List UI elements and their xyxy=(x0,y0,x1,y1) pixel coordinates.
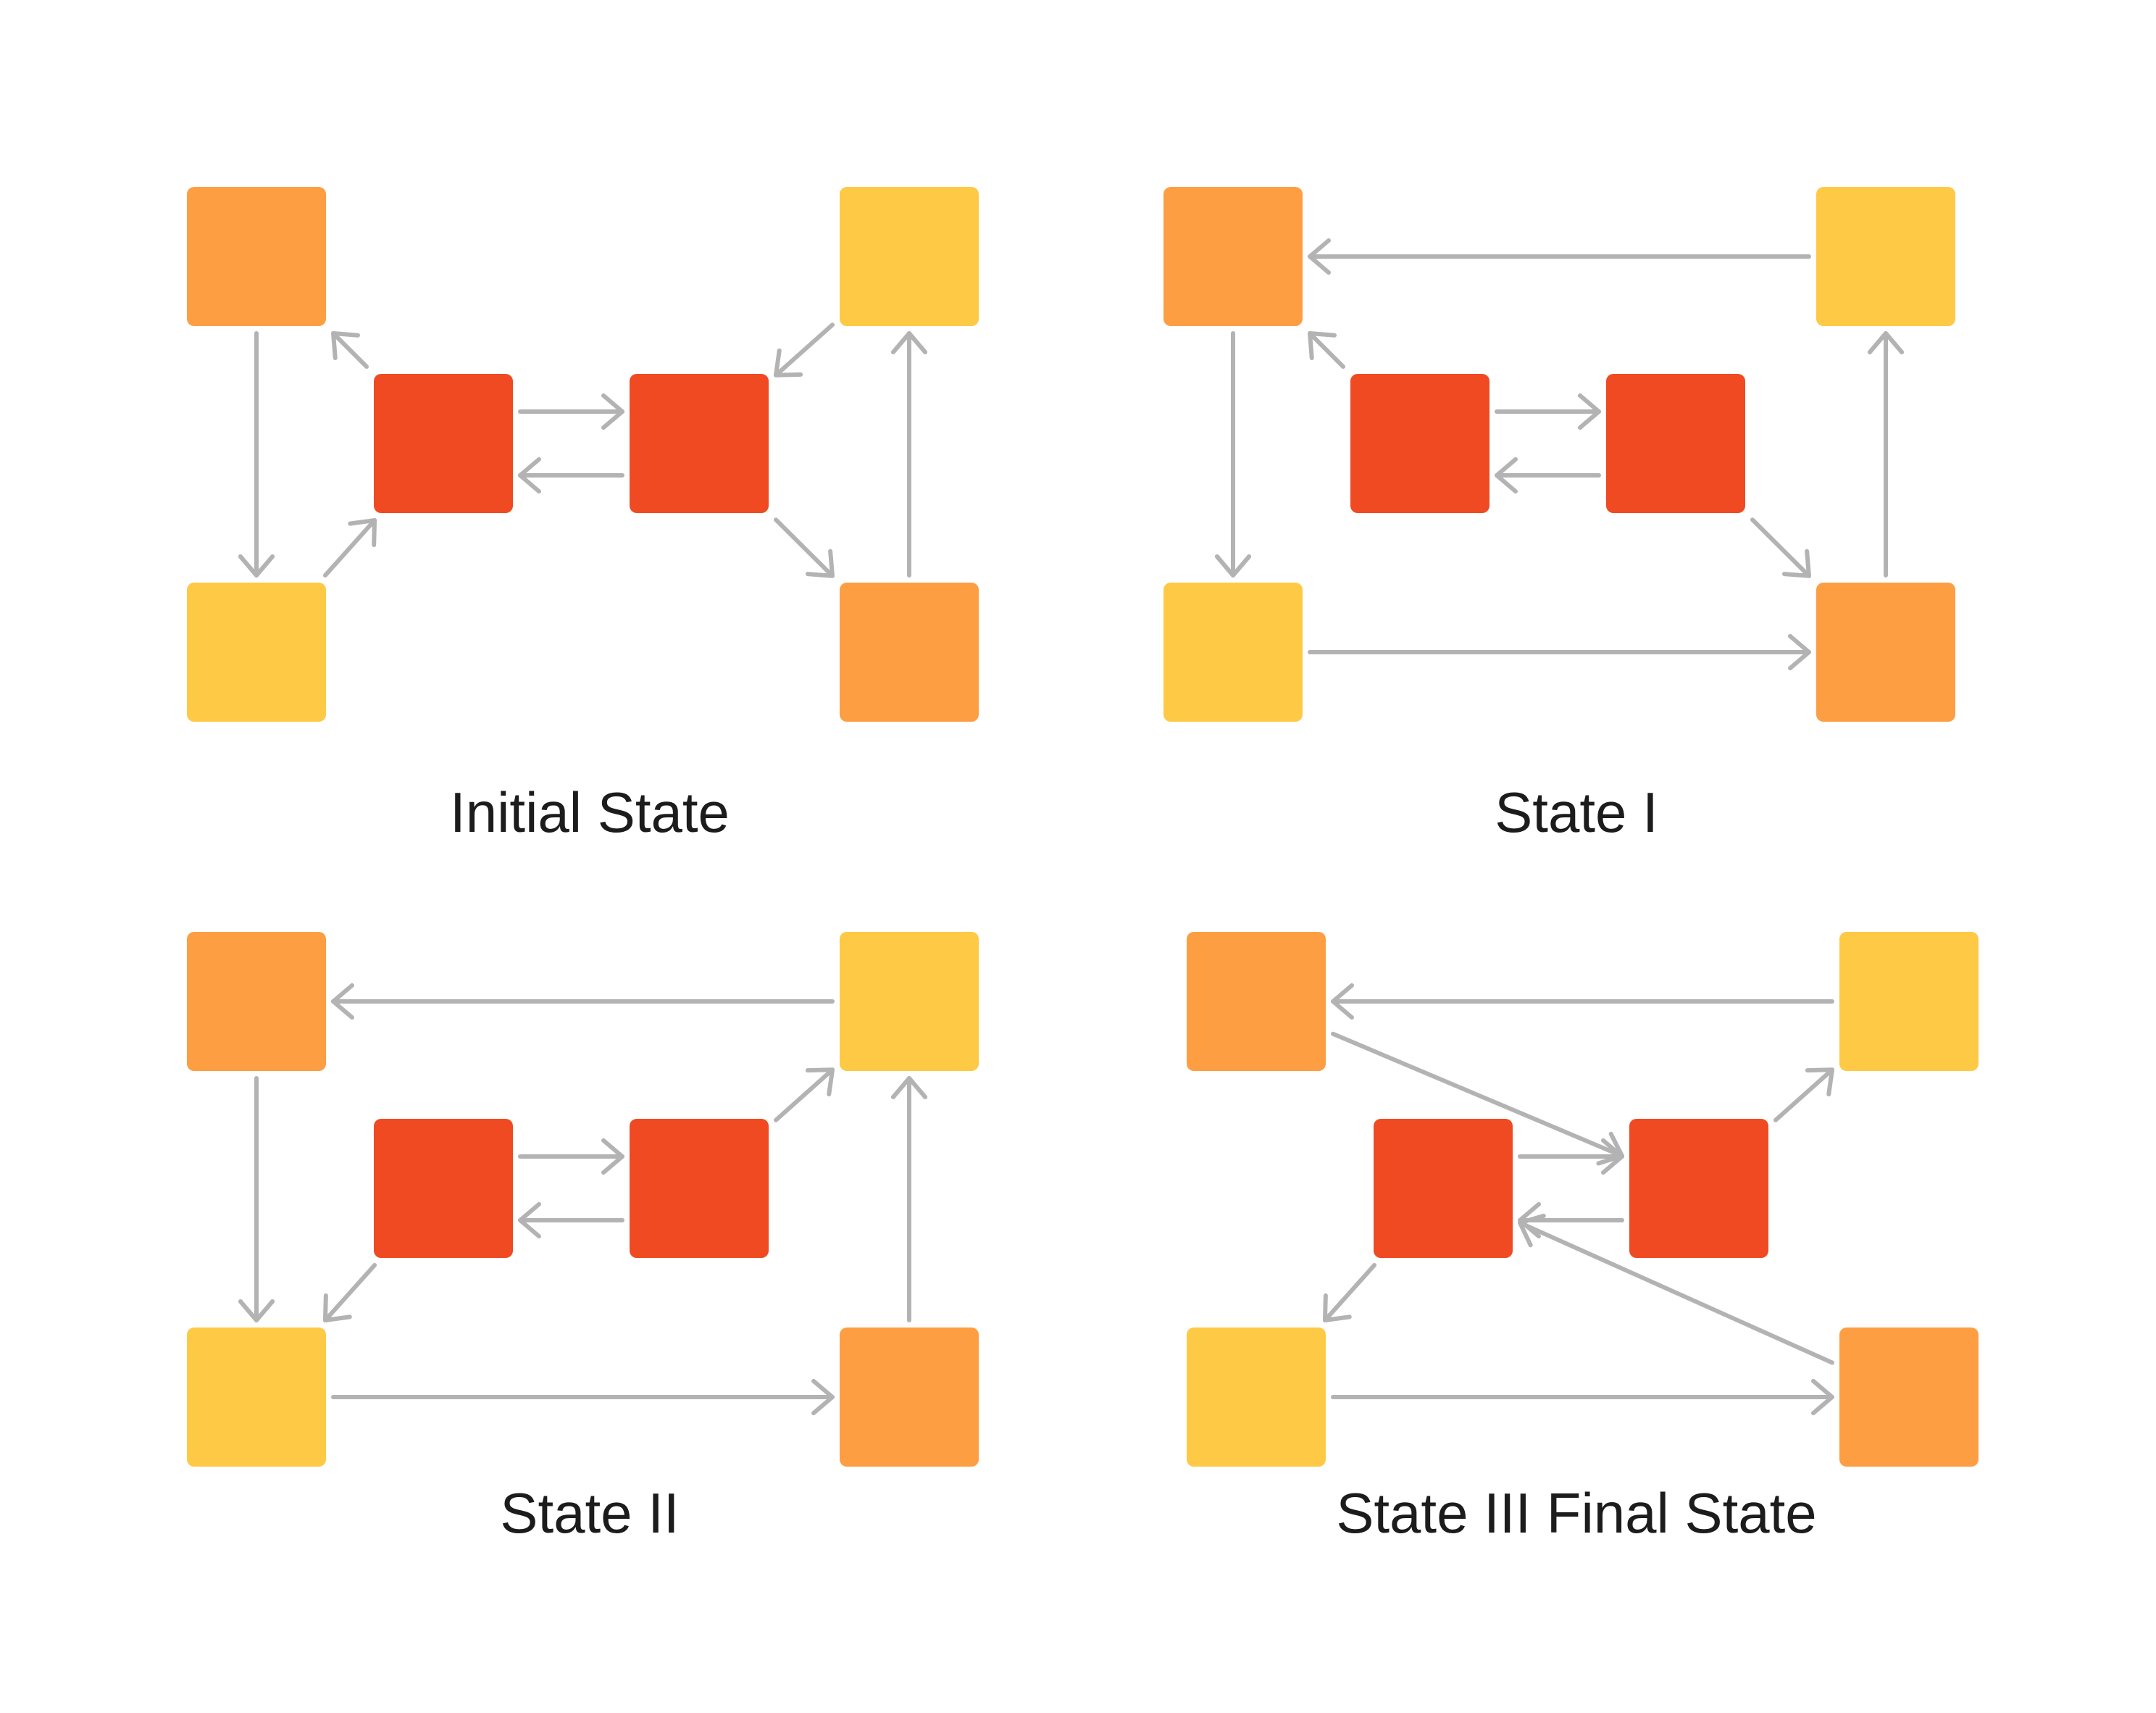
edge-arrowhead xyxy=(890,1076,928,1099)
edge-line xyxy=(774,1067,835,1122)
edge-line xyxy=(1773,1067,1834,1122)
edge-arrowhead xyxy=(1308,238,1331,275)
edge-arrowhead xyxy=(1214,554,1252,578)
node-d-yellow xyxy=(1816,187,1955,326)
node-f-orange xyxy=(840,583,979,722)
node-c-red xyxy=(1606,374,1745,513)
node-b-red xyxy=(1374,1119,1513,1258)
edge-arrowhead xyxy=(238,554,275,578)
panel-state-iii-final: State III Final State xyxy=(1187,932,1979,1545)
node-e-yellow xyxy=(1187,1328,1326,1467)
edge-arrowhead xyxy=(322,1293,352,1322)
edge-arrowhead xyxy=(331,983,354,1020)
panel-nodes xyxy=(187,932,979,1467)
node-d-yellow xyxy=(840,187,979,326)
edge-arrowhead xyxy=(1578,393,1601,430)
node-d-yellow xyxy=(840,932,979,1071)
edge-line xyxy=(1331,1031,1624,1159)
edge-arrowhead xyxy=(1781,549,1811,578)
node-f-orange xyxy=(840,1328,979,1467)
edge-arrowhead xyxy=(1805,1067,1834,1097)
edge-arrowhead xyxy=(1518,1201,1541,1239)
node-a-orange xyxy=(187,187,326,326)
panel-nodes xyxy=(187,187,979,722)
edge-line xyxy=(1518,1220,1834,1365)
edge-arrowhead xyxy=(1601,1138,1624,1175)
node-c-red xyxy=(630,374,769,513)
node-a-orange xyxy=(1163,187,1303,326)
panel-nodes xyxy=(1187,932,1979,1467)
edge-arrowhead xyxy=(1867,331,1905,354)
edge-line xyxy=(1308,331,1345,369)
edge-line xyxy=(322,1263,377,1322)
edge-arrowhead xyxy=(348,518,377,548)
panel-caption: State III Final State xyxy=(1336,1481,1816,1545)
edge-arrowhead xyxy=(1308,331,1337,361)
edge-arrowhead xyxy=(890,331,928,354)
edge-arrowhead xyxy=(1811,1378,1834,1416)
panel-edges xyxy=(238,322,928,578)
edge-line xyxy=(774,322,835,378)
edge-arrowhead xyxy=(1518,1213,1546,1248)
panel-caption: State I xyxy=(1495,780,1658,844)
edge-arrowhead xyxy=(238,1299,275,1322)
node-f-orange xyxy=(1839,1328,1979,1467)
panel-edges xyxy=(1322,983,1834,1416)
panel-state-i: State I xyxy=(1163,187,1955,844)
panel-edges xyxy=(238,983,928,1416)
edge-arrowhead xyxy=(331,331,361,361)
edge-arrowhead xyxy=(518,1201,541,1239)
panel-edges xyxy=(1214,238,1905,671)
panel-nodes xyxy=(1163,187,1955,722)
panel-caption: Initial State xyxy=(450,780,730,844)
edge-arrowhead xyxy=(774,348,803,378)
edge-line xyxy=(331,331,369,369)
edge-arrowhead xyxy=(1322,1293,1352,1322)
edge-arrowhead xyxy=(805,1067,835,1097)
edge-arrowhead xyxy=(601,393,624,430)
node-f-orange xyxy=(1816,583,1955,722)
node-b-red xyxy=(1350,374,1489,513)
edge-arrowhead xyxy=(518,457,541,494)
panel-initial-state: Initial State xyxy=(187,187,979,844)
edge-arrowhead xyxy=(1788,633,1811,671)
edge-line xyxy=(322,518,377,578)
panel-caption: State II xyxy=(500,1481,679,1545)
node-d-yellow xyxy=(1839,932,1979,1071)
edge-arrowhead xyxy=(601,1138,624,1175)
node-b-red xyxy=(374,374,513,513)
edge-line xyxy=(1322,1263,1377,1322)
edge-line xyxy=(1750,517,1811,578)
node-e-yellow xyxy=(187,583,326,722)
edge-arrowhead xyxy=(1495,457,1518,494)
node-a-orange xyxy=(187,932,326,1071)
node-c-red xyxy=(630,1119,769,1258)
node-b-red xyxy=(374,1119,513,1258)
node-e-yellow xyxy=(1163,583,1303,722)
node-e-yellow xyxy=(187,1328,326,1467)
node-c-red xyxy=(1629,1119,1768,1258)
edge-line xyxy=(774,517,835,578)
panel-state-ii: State II xyxy=(187,932,979,1545)
edge-arrowhead xyxy=(805,549,835,578)
edge-arrowhead xyxy=(811,1378,835,1416)
edge-arrowhead xyxy=(1331,983,1354,1020)
node-a-orange xyxy=(1187,932,1326,1071)
